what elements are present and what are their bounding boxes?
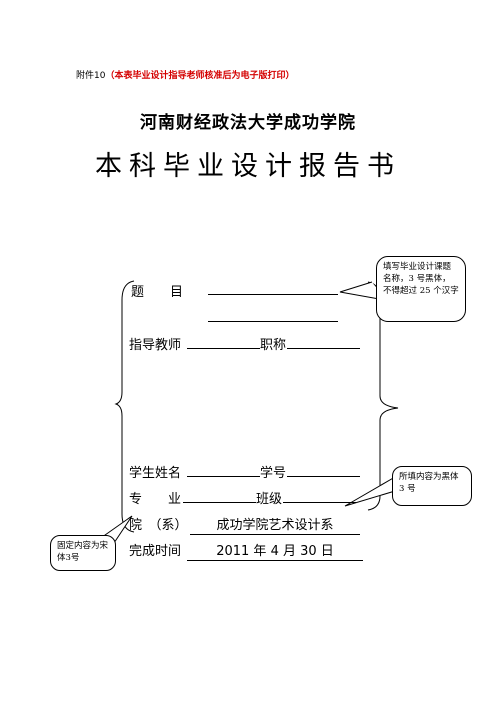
- department-label: 院 （系）: [129, 518, 188, 533]
- attachment-prefix: 附件10: [76, 71, 106, 81]
- student-id-line[interactable]: [287, 476, 360, 477]
- class-label: 班级: [256, 492, 283, 507]
- advisor-label: 指导教师: [129, 338, 182, 353]
- topic-label: 题 目: [131, 285, 184, 300]
- attachment-header: 附件10（本表毕业设计指导老师核准后为电子版打印）: [76, 68, 294, 81]
- student-name-label: 学生姓名: [129, 466, 182, 481]
- title-label: 职称: [260, 338, 287, 353]
- left-brace: [114, 280, 135, 533]
- attachment-note: （本表毕业设计指导老师核准后为电子版打印）: [105, 71, 295, 81]
- fill-callout: 所填内容为黑体 3 号: [392, 466, 472, 506]
- fixed-callout: 固定内容为宋体3号: [50, 535, 116, 571]
- student-name-line[interactable]: [187, 476, 260, 477]
- topic-line-2[interactable]: [208, 321, 338, 322]
- topic-callout-pointer: [339, 281, 386, 301]
- topic-line-1[interactable]: [208, 294, 338, 295]
- title-line[interactable]: [287, 348, 360, 349]
- class-line[interactable]: [283, 502, 356, 503]
- advisor-line[interactable]: [187, 348, 260, 349]
- student-id-label: 学号: [260, 466, 287, 481]
- completion-value[interactable]: 2011 年 4 月 30 日: [187, 540, 363, 561]
- fill-callout-pointer: [344, 476, 406, 507]
- department-value[interactable]: 成功学院艺术设计系: [190, 514, 360, 535]
- university-name: 河南财经政法大学成功学院: [140, 113, 356, 133]
- document-title: 本科毕业设计报告书: [95, 151, 401, 182]
- major-label: 专 业: [129, 492, 182, 507]
- major-line[interactable]: [183, 502, 256, 503]
- completion-label: 完成时间: [129, 544, 182, 559]
- topic-callout: 填写毕业设计课题名称，3 号黑体，不得超过 25 个汉字: [376, 256, 466, 322]
